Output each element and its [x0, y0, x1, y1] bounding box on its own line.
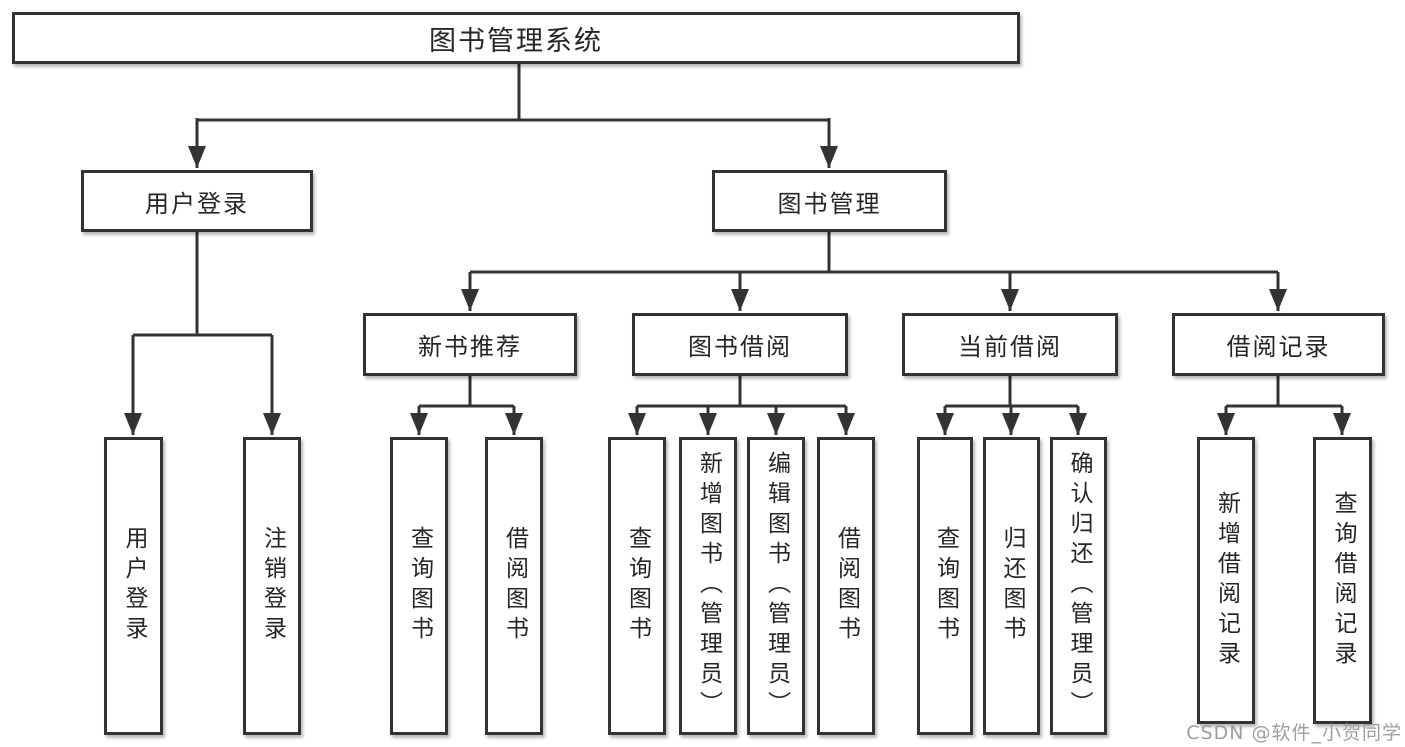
leaf-query-book-rec-label: 查询图书 — [406, 526, 433, 646]
node-book-mgmt-label: 图书管理 — [777, 189, 882, 218]
leaf-logout-label: 注销登录 — [259, 526, 286, 646]
leaf-query-book-borrow: 查询图书 — [608, 437, 666, 735]
node-user-login: 用户登录 — [81, 170, 313, 232]
node-current-borrow-label: 当前借阅 — [958, 333, 1062, 361]
leaf-query-book-rec: 查询图书 — [390, 437, 448, 735]
node-root: 图书管理系统 — [12, 12, 1020, 64]
leaf-borrow-book-rec-label: 借阅图书 — [501, 526, 528, 646]
node-book-borrow-label: 图书借阅 — [688, 333, 792, 361]
leaf-user-login: 用户登录 — [104, 437, 163, 735]
node-current-borrow: 当前借阅 — [902, 313, 1118, 376]
leaf-user-login-label: 用户登录 — [121, 526, 147, 646]
leaf-query-book-current: 查询图书 — [917, 437, 973, 735]
leaf-borrow-book-rec: 借阅图书 — [485, 437, 543, 735]
node-borrow-record-label: 借阅记录 — [1226, 333, 1331, 361]
leaf-add-book: 新增图书（管理员） — [679, 437, 737, 735]
leaf-confirm-return: 确认归还（管理员） — [1050, 437, 1107, 735]
leaf-edit-book-label: 编辑图书（管理员） — [763, 451, 790, 721]
leaf-borrow-book-label: 借阅图书 — [833, 526, 860, 646]
leaf-query-borrow-record: 查询借阅记录 — [1313, 437, 1372, 724]
node-root-label: 图书管理系统 — [429, 25, 603, 57]
leaf-add-book-label: 新增图书（管理员） — [695, 451, 722, 721]
node-new-book-rec: 新书推荐 — [363, 313, 577, 376]
leaf-add-borrow-record: 新增借阅记录 — [1197, 437, 1255, 724]
leaf-edit-book: 编辑图书（管理员） — [747, 437, 805, 735]
node-borrow-record: 借阅记录 — [1172, 313, 1385, 376]
leaf-return-book: 归还图书 — [983, 437, 1040, 735]
node-new-book-rec-label: 新书推荐 — [418, 333, 522, 361]
leaf-query-book-current-label: 查询图书 — [932, 526, 959, 646]
leaf-borrow-book: 借阅图书 — [817, 437, 875, 735]
leaf-return-book-label: 归还图书 — [999, 526, 1025, 646]
node-user-login-label: 用户登录 — [145, 189, 249, 218]
leaf-logout: 注销登录 — [243, 437, 301, 735]
node-book-borrow: 图书借阅 — [632, 313, 848, 376]
leaf-query-borrow-record-label: 查询借阅记录 — [1330, 490, 1356, 671]
csdn-watermark: CSDN @软件_小贺同学 — [1186, 722, 1402, 744]
leaf-query-book-borrow-label: 查询图书 — [624, 526, 651, 646]
leaf-confirm-return-label: 确认归还（管理员） — [1066, 451, 1092, 721]
leaf-add-borrow-record-label: 新增借阅记录 — [1213, 490, 1240, 671]
node-book-mgmt: 图书管理 — [712, 170, 947, 232]
